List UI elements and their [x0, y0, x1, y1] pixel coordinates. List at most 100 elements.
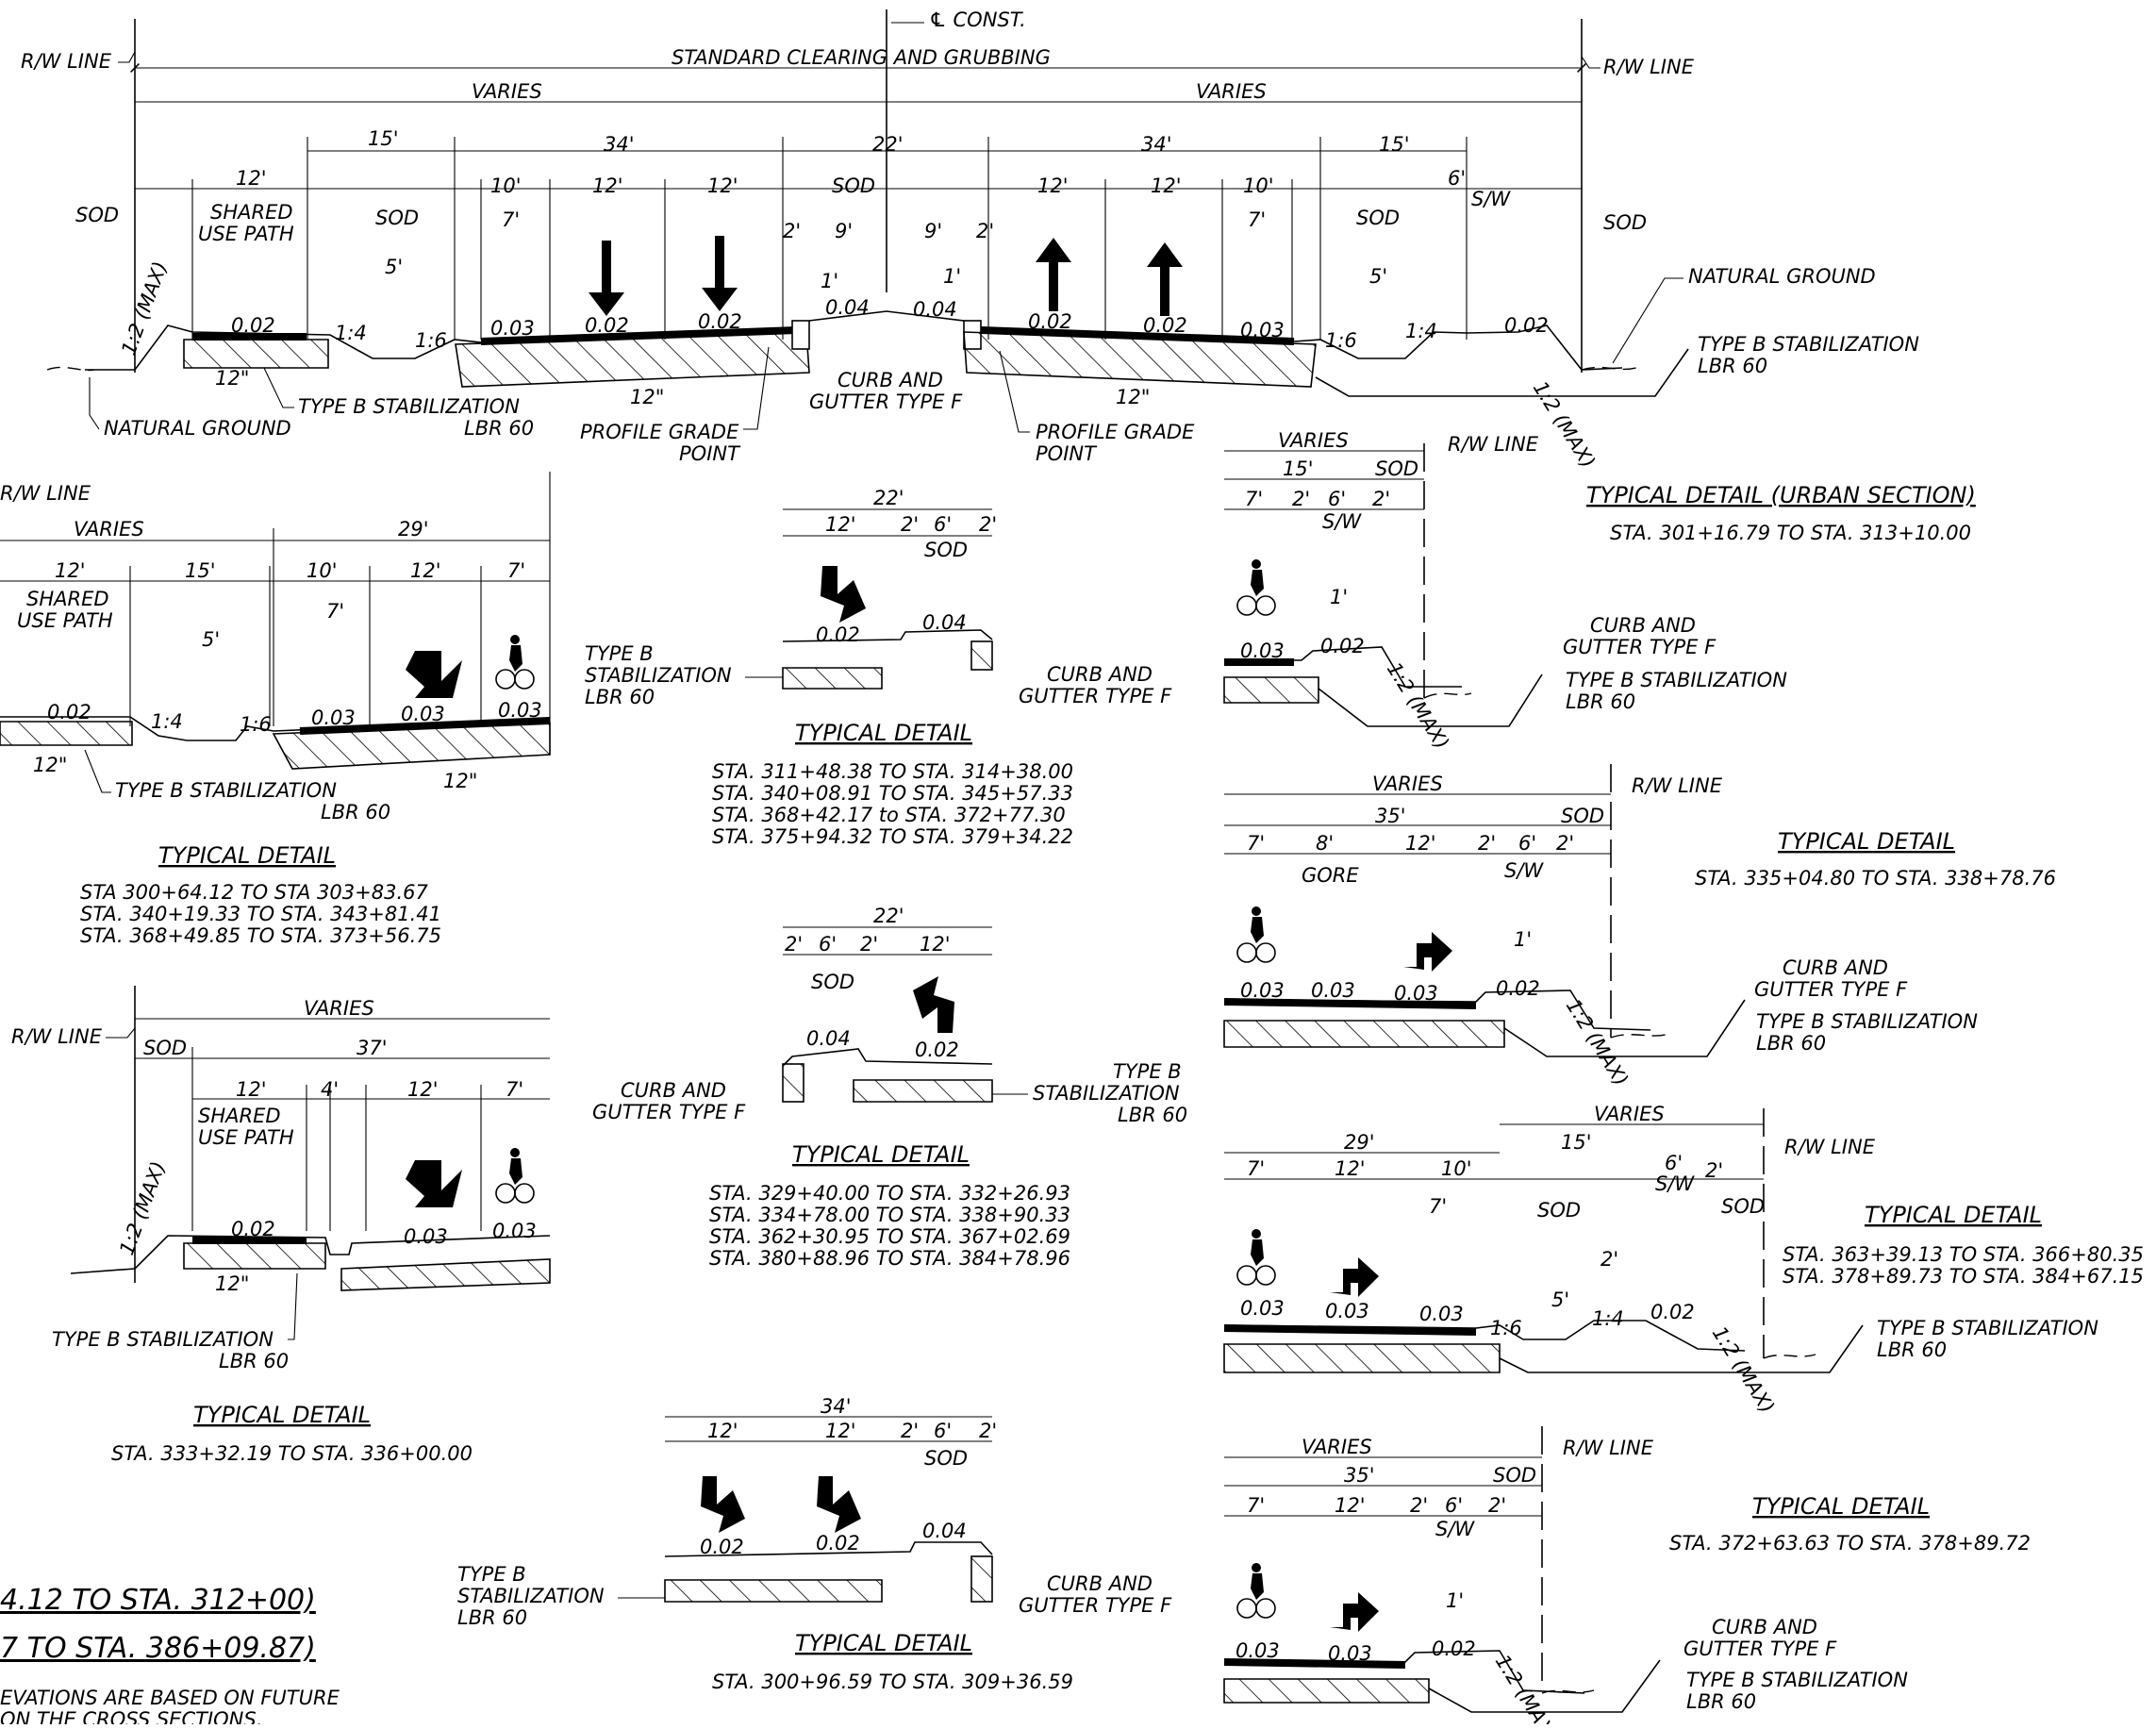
svg-text:TYPE B STABILIZATION: TYPE B STABILIZATION [1877, 1317, 2098, 1339]
svg-text:6': 6' [1518, 832, 1536, 855]
svg-text:STA. 368+49.85 TO STA. 373+56.: STA. 368+49.85 TO STA. 373+56.75 [80, 924, 441, 947]
svg-text:2': 2' [979, 513, 997, 536]
down-arrow-icon [702, 236, 738, 311]
svg-text:12": 12" [443, 770, 477, 792]
svg-text:CURB AND: CURB AND [1783, 956, 1888, 979]
svg-text:STA. 335+04.80 TO STA. 338+78.: STA. 335+04.80 TO STA. 338+78.76 [1695, 867, 2056, 889]
svg-text:LBR 60: LBR 60 [1877, 1338, 1947, 1361]
svg-text:1:2 (MAX): 1:2 (MAX) [1491, 1651, 1562, 1724]
svg-text:0.02: 0.02 [1504, 314, 1549, 337]
svg-text:7': 7' [1247, 1157, 1265, 1180]
svg-text:SOD: SOD [1493, 1464, 1536, 1487]
svg-text:CURB AND: CURB AND [621, 1079, 726, 1102]
svg-text:STA. 368+42.17 to STA. 372+77.: STA. 368+42.17 to STA. 372+77.30 [712, 804, 1066, 826]
svg-text:GUTTER TYPE F: GUTTER TYPE F [1683, 1638, 1837, 1660]
svg-text:1:6: 1:6 [1325, 329, 1357, 352]
svg-text:1:2 (MAX): 1:2 (MAX) [117, 258, 172, 358]
svg-text:1:4: 1:4 [335, 322, 367, 344]
svg-text:1:2 (MAX): 1:2 (MAX) [115, 1158, 170, 1258]
center-detail-2: 22' 2' 6' 2' 12' SOD 0.04 0.02 CURB AND … [592, 905, 1187, 1270]
svg-text:TYPE B: TYPE B [585, 642, 654, 665]
left-turn-arrow-icon [406, 651, 462, 698]
svg-text:2': 2' [1292, 488, 1310, 510]
varies-left: VARIES [472, 80, 542, 103]
svg-text:0.03: 0.03 [1236, 1639, 1280, 1662]
svg-text:7': 7' [1248, 208, 1266, 231]
stab-path-left [183, 339, 329, 369]
svg-text:SOD: SOD [1537, 1199, 1581, 1222]
svg-text:1:6: 1:6 [1490, 1317, 1522, 1339]
svg-text:0.02: 0.02 [700, 1536, 744, 1558]
svg-text:TYPICAL DETAIL (URBAN SECTION): TYPICAL DETAIL (URBAN SECTION) [1586, 482, 1976, 508]
left-bottom-detail: R/W LINE VARIES SOD 37' 12' 4' 12' 7' SH… [11, 986, 551, 1465]
right-turn-arrow-icon [1330, 1257, 1379, 1297]
svg-text:1': 1' [1514, 928, 1532, 951]
svg-text:2': 2' [976, 220, 994, 242]
svg-text:0.03: 0.03 [1240, 1297, 1285, 1320]
svg-text:15': 15' [1283, 457, 1314, 480]
natural-ground-left-label: NATURAL GROUND [104, 417, 291, 440]
svg-text:1:4: 1:4 [151, 710, 183, 733]
natural-ground-right-label: NATURAL GROUND [1688, 265, 1876, 288]
svg-text:TYPE B: TYPE B [457, 1563, 526, 1586]
svg-text:12": 12" [1116, 386, 1150, 408]
dim-34-left: 34' [604, 133, 635, 156]
svg-text:GUTTER TYPE F: GUTTER TYPE F [1019, 685, 1172, 707]
svg-text:7': 7' [506, 1078, 523, 1101]
svg-text:10': 10' [490, 175, 522, 197]
svg-text:0.03: 0.03 [1328, 1642, 1372, 1665]
svg-text:LBR 60: LBR 60 [585, 686, 655, 708]
svg-text:USE PATH: USE PATH [17, 609, 113, 632]
svg-text:0.04: 0.04 [806, 1027, 851, 1050]
svg-text:TYPE B STABILIZATION: TYPE B STABILIZATION [1566, 669, 1787, 691]
curb-left [791, 320, 810, 350]
svg-text:0.04: 0.04 [825, 296, 870, 319]
shared-use-path-1: SHARED [210, 201, 293, 224]
svg-text:POINT: POINT [1036, 442, 1098, 465]
left-turn-arrow-icon [913, 976, 954, 1033]
svg-text:STA. 340+19.33 TO STA. 343+81.: STA. 340+19.33 TO STA. 343+81.41 [80, 903, 441, 925]
svg-text:SOD: SOD [1721, 1195, 1765, 1218]
svg-text:15': 15' [185, 559, 216, 582]
varies-right: VARIES [1196, 80, 1267, 103]
station-range-1: 4.12 TO STA. 312+00) [0, 1584, 316, 1617]
curb-main-label: CURB AND [838, 369, 943, 391]
svg-text:0.04: 0.04 [922, 611, 967, 634]
pavement-left [480, 326, 798, 345]
center-detail-1: 22' 12' 2' 6' 2' SOD 0.02 0.04 CURB AND … [585, 487, 1172, 848]
svg-text:12': 12' [1151, 175, 1182, 197]
svg-text:R/W LINE: R/W LINE [1784, 1136, 1876, 1158]
right-detail-3: R/W LINE VARIES 29' 15' 7' 12' 10' 6' 2'… [1223, 1103, 2144, 1418]
svg-text:12": 12" [215, 367, 249, 390]
svg-text:1': 1' [821, 270, 838, 292]
svg-text:1:4: 1:4 [1405, 320, 1437, 342]
travel-arrows [589, 236, 1183, 316]
svg-text:1:2 (MAX): 1:2 (MAX) [1529, 377, 1600, 473]
right-turn-arrow-icon [701, 1476, 745, 1533]
svg-text:1': 1' [943, 265, 961, 288]
stab-road-left [455, 331, 810, 388]
footer-notes: 4.12 TO STA. 312+00) 7 TO STA. 386+09.87… [0, 1584, 340, 1729]
svg-text:TYPE B STABILIZATION: TYPE B STABILIZATION [1686, 1669, 1908, 1691]
svg-text:TYPICAL DETAIL: TYPICAL DETAIL [1865, 1202, 2042, 1228]
svg-text:STA. 300+96.59 TO STA. 309+36.: STA. 300+96.59 TO STA. 309+36.59 [712, 1671, 1073, 1693]
svg-text:1': 1' [1446, 1589, 1464, 1612]
svg-text:SOD: SOD [1375, 457, 1418, 480]
svg-text:0.02: 0.02 [816, 1532, 860, 1554]
svg-text:6': 6' [934, 513, 952, 536]
svg-text:S/W: S/W [1322, 510, 1362, 533]
svg-text:GUTTER TYPE F: GUTTER TYPE F [1563, 636, 1717, 658]
svg-text:6': 6' [1328, 488, 1346, 510]
bicycle-icon [1236, 559, 1276, 616]
svg-text:0.02: 0.02 [915, 1039, 959, 1061]
svg-text:12': 12' [592, 175, 623, 197]
svg-text:STA. 380+88.96 TO STA. 384+78.: STA. 380+88.96 TO STA. 384+78.96 [709, 1247, 1070, 1270]
svg-text:LBR 60: LBR 60 [1756, 1032, 1826, 1055]
svg-text:0.03: 0.03 [1240, 319, 1285, 341]
svg-text:1:2 (MAX): 1:2 (MAX) [1562, 995, 1633, 1090]
svg-text:0.03: 0.03 [1419, 1303, 1464, 1325]
svg-text:STA. 334+78.00 TO STA. 338+90.: STA. 334+78.00 TO STA. 338+90.33 [709, 1204, 1070, 1226]
sod-label-left: SOD [75, 204, 119, 226]
